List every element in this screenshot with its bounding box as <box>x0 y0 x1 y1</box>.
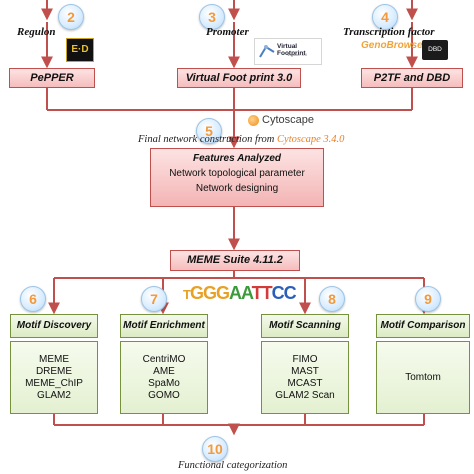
step-6-badge: 6 <box>20 286 46 312</box>
tool-item: DREME <box>35 365 73 377</box>
functional-categorization-caption: Functional categorization <box>178 460 288 471</box>
step-2-badge: 2 <box>58 4 84 30</box>
panel-motif-comparison: Motif Comparison Tomtom <box>376 314 470 414</box>
virtual-footprint-logo: Virtual Footprint Version 3.0 <box>254 38 322 65</box>
tool-item: Tomtom <box>405 371 441 383</box>
features-line-1: Network topological parameter <box>169 168 305 179</box>
step-10-badge: 10 <box>202 436 228 462</box>
panel-title: Motif Comparison <box>376 314 470 338</box>
tool-item: MEME <box>39 353 69 365</box>
tool-item: GLAM2 <box>37 389 71 401</box>
panel-body: CentriMO AME SpaMo GOMO <box>120 341 208 414</box>
cytoscape-icon <box>248 114 259 126</box>
panel-body: FIMO MAST MCAST GLAM2 Scan <box>261 341 349 414</box>
category-transcription-factor: Transcription factor <box>343 26 435 38</box>
tool-item: FIMO <box>292 353 318 365</box>
regulon-logo: E·D <box>66 38 94 62</box>
category-promoter: Promoter <box>206 26 249 38</box>
meme-suite-box: MEME Suite 4.11.2 <box>170 250 300 271</box>
panel-title: Motif Enrichment <box>120 314 208 338</box>
features-analyzed-box: Features Analyzed Network topological pa… <box>150 148 324 207</box>
tool-item: MEME_ChIP <box>25 377 83 389</box>
genobrowser-logo: GenoBrowser <box>361 40 427 51</box>
panel-body: Tomtom <box>376 341 470 414</box>
genobrowser-logo-text: GenoBrowser <box>361 40 427 51</box>
step-7-badge: 7 <box>141 286 167 312</box>
panel-motif-discovery: Motif Discovery MEME DREME MEME_ChIP GLA… <box>10 314 98 414</box>
panel-body: MEME DREME MEME_ChIP GLAM2 <box>10 341 98 414</box>
features-line-2: Network designing <box>195 183 279 194</box>
step-8-badge: 8 <box>319 286 345 312</box>
tool-item: GLAM2 Scan <box>275 389 335 401</box>
caption-highlight: Cytoscape 3.4.0 <box>277 134 345 145</box>
caption-prefix: Final network construction from <box>138 134 278 145</box>
tool-p2tf-dbd: P2TF and DBD <box>361 68 463 88</box>
motif-sequence-logo: TGGGAATTCC <box>183 283 297 303</box>
network-construction-caption: Final network construction from Cytoscap… <box>138 134 344 145</box>
vf-logo-version: Version 3.0 <box>287 52 308 57</box>
panel-title: Motif Discovery <box>10 314 98 338</box>
tool-item: SpaMo <box>148 377 180 389</box>
panel-motif-scanning: Motif Scanning FIMO MAST MCAST GLAM2 Sca… <box>261 314 349 414</box>
step-3-badge: 3 <box>199 4 225 30</box>
vf-logo-text: Virtual Footprint <box>277 43 306 57</box>
tool-item: GOMO <box>148 389 180 401</box>
step-5-badge: 5 <box>196 118 222 144</box>
step-4-badge: 4 <box>372 4 398 30</box>
tool-pepper: PePPER <box>9 68 95 88</box>
dbd-logo: DBD <box>422 40 448 60</box>
features-title: Features Analyzed <box>193 153 281 164</box>
cytoscape-logo: Cytoscape <box>248 114 314 126</box>
tool-virtual-footprint: Virtual Foot print 3.0 <box>177 68 301 88</box>
tool-item: MCAST <box>287 377 323 389</box>
panel-title: Motif Scanning <box>261 314 349 338</box>
tool-item: CentriMO <box>142 353 186 365</box>
footprint-icon <box>259 45 275 58</box>
panel-motif-enrichment: Motif Enrichment CentriMO AME SpaMo GOMO <box>120 314 208 414</box>
tool-item: MAST <box>291 365 319 377</box>
cytoscape-logo-text: Cytoscape <box>262 114 314 126</box>
tool-item: AME <box>153 365 175 377</box>
category-regulon: Regulon <box>17 26 56 38</box>
step-9-badge: 9 <box>415 286 441 312</box>
